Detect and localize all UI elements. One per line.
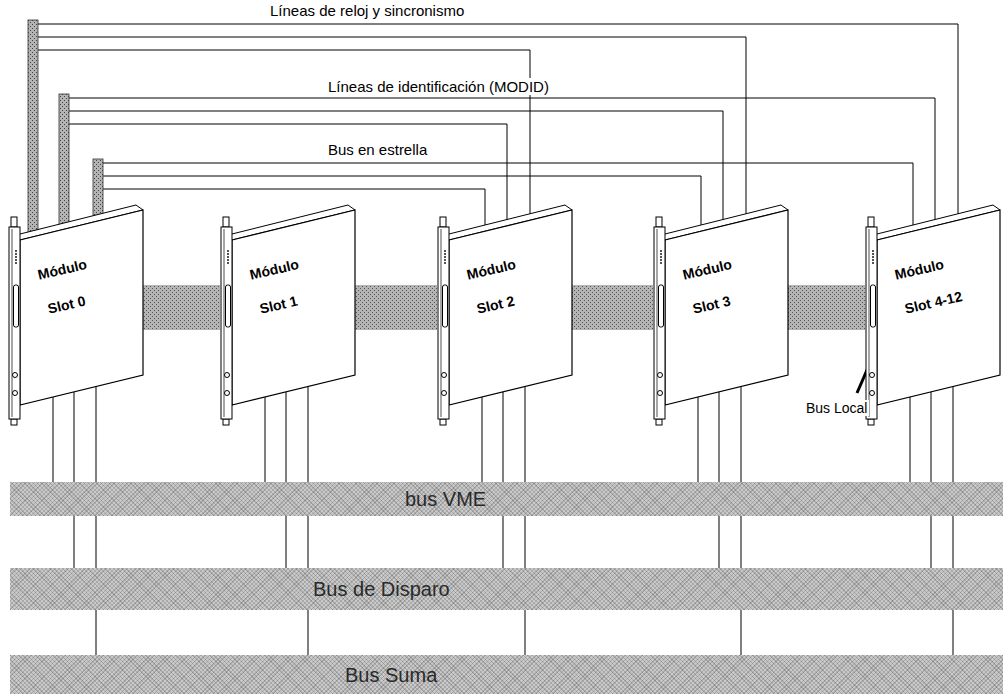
star-bar bbox=[93, 159, 103, 221]
bus-band: bus VME bbox=[10, 482, 1003, 516]
local-bus bbox=[355, 285, 437, 330]
clock-bar bbox=[28, 20, 38, 237]
line-group-label: Líneas de reloj y sincronismo bbox=[268, 2, 466, 19]
module-outline bbox=[8, 205, 143, 425]
bus-connection bbox=[953, 386, 954, 655]
signal-line bbox=[38, 37, 746, 220]
bus-connection bbox=[741, 386, 742, 655]
local-bus bbox=[143, 285, 220, 330]
bus-band: Bus Suma bbox=[10, 655, 1003, 694]
local-bus bbox=[572, 285, 653, 330]
vxi-module: MóduloSlot 2 bbox=[437, 205, 572, 425]
signal-line bbox=[38, 50, 530, 220]
module-outline bbox=[437, 205, 572, 425]
local-bus bbox=[788, 285, 865, 330]
signal-line bbox=[103, 176, 701, 231]
signal-line bbox=[69, 111, 723, 226]
bus-connection bbox=[931, 392, 932, 568]
line-group-label: Líneas de identificación (MODID) bbox=[326, 78, 551, 95]
bus-connection bbox=[53, 397, 54, 482]
module-outline bbox=[653, 205, 788, 425]
bus-connection bbox=[503, 392, 504, 568]
local-bus bbox=[143, 285, 220, 330]
bus-label: Bus Suma bbox=[345, 663, 437, 686]
bus-connection bbox=[525, 386, 526, 655]
bus-connection bbox=[482, 397, 483, 482]
bus-band: Bus de Disparo bbox=[10, 568, 1003, 610]
bus-connection bbox=[74, 392, 75, 568]
bus-connection bbox=[719, 392, 720, 568]
module-outline bbox=[865, 205, 1000, 425]
vxi-module: MóduloSlot 3 bbox=[653, 205, 788, 425]
bus-connection bbox=[265, 397, 266, 482]
module-outline bbox=[220, 205, 355, 425]
bus-connection bbox=[286, 392, 287, 568]
modid-bar bbox=[59, 94, 69, 229]
local-bus bbox=[143, 285, 220, 330]
vxi-module: MóduloSlot 0 bbox=[8, 205, 143, 425]
line-group-label: Bus en estrella bbox=[326, 141, 429, 158]
bus-connection bbox=[910, 397, 911, 482]
bus-connection bbox=[96, 386, 97, 655]
bus-label: bus VME bbox=[405, 488, 486, 511]
vxi-module: MóduloSlot 4-12 bbox=[865, 205, 1000, 425]
signal-line bbox=[69, 98, 935, 226]
bus-connection bbox=[698, 397, 699, 482]
bus-callout: Bus Local bbox=[804, 400, 869, 416]
bus-label: Bus de Disparo bbox=[313, 578, 450, 601]
local-bus bbox=[143, 285, 220, 330]
bus-connection bbox=[308, 386, 309, 655]
vxi-module: MóduloSlot 1 bbox=[220, 205, 355, 425]
signal-line bbox=[38, 24, 958, 220]
